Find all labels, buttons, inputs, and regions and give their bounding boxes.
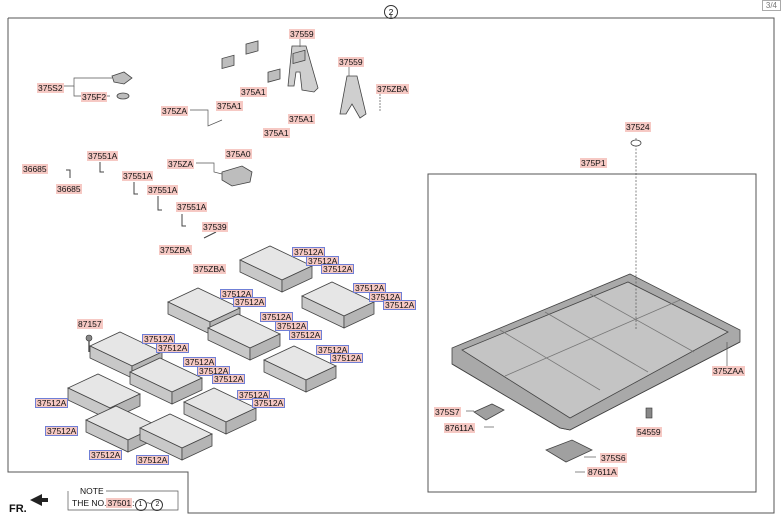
module-front <box>249 333 281 361</box>
battery-tray <box>451 273 741 431</box>
part-label: 375P1 <box>580 158 607 168</box>
part-label: 375S7 <box>434 407 461 417</box>
module-label: 37512A <box>45 426 79 436</box>
note-title: NOTE <box>78 486 106 496</box>
part-label: 87611A <box>444 423 475 433</box>
part-label: 37539 <box>202 222 228 232</box>
assembly-ref-circle: 2 <box>384 5 398 19</box>
front-arrow-icon <box>30 494 48 506</box>
note-prefix: THE NO. <box>72 498 107 508</box>
note-to: 2 <box>151 499 164 511</box>
note-text: THE NO.37501:1~2 <box>72 498 164 511</box>
note-from: 1 <box>134 499 147 511</box>
clip-part <box>221 40 306 187</box>
connector-part <box>111 71 133 100</box>
part-label: 37524 <box>625 122 651 132</box>
part-label: 87157 <box>77 319 103 329</box>
module-label: 37512A <box>89 450 123 460</box>
front-label: FR. <box>9 503 27 515</box>
part-label: 375F2 <box>81 92 108 102</box>
part-label: 36685 <box>56 184 82 194</box>
note-dash: ~ <box>146 498 152 508</box>
module-label: 37512A <box>136 455 170 465</box>
part-label: 375ZBA <box>159 245 192 255</box>
part-label: 375ZBA <box>193 264 226 274</box>
note-colon: : <box>132 498 135 508</box>
part-label: 36685 <box>22 164 48 174</box>
part-label: 375S2 <box>37 83 64 93</box>
part-label: 375A1 <box>216 101 243 111</box>
module-label: 37512A <box>330 353 364 363</box>
part-label: 375A0 <box>225 149 252 159</box>
part-label: 37559 <box>289 29 315 39</box>
module-label: 37512A <box>35 398 69 408</box>
part-label: 37551A <box>87 151 119 161</box>
module-front <box>281 265 313 293</box>
module-label: 37512A <box>156 343 190 353</box>
module-label: 37512A <box>212 374 246 384</box>
part-label: 375A1 <box>240 87 267 97</box>
part-label: 375A1 <box>288 114 315 124</box>
module-label: 37512A <box>252 398 286 408</box>
module-front <box>305 365 337 393</box>
cover-part <box>473 403 593 463</box>
part-label: 375ZA <box>167 159 195 169</box>
module-front <box>343 301 375 329</box>
module-label: 37512A <box>321 264 355 274</box>
clip-part-small <box>66 162 217 239</box>
part-label: 37551A <box>176 202 208 212</box>
module-label: 37512A <box>233 297 267 307</box>
part-label: 375ZA <box>161 106 189 116</box>
tray-frame <box>427 173 757 493</box>
module-front <box>225 407 257 435</box>
module-label: 37512A <box>289 330 323 340</box>
note-part-no: 37501 <box>106 498 133 508</box>
outer-frame <box>7 17 775 514</box>
battery-module-group <box>67 245 375 461</box>
part-label: 87611A <box>587 467 618 477</box>
part-label: 375ZBA <box>376 84 409 94</box>
plug-part <box>645 407 653 419</box>
part-label: 375S6 <box>600 453 627 463</box>
module-front <box>181 433 213 461</box>
page-indicator: 3/4 <box>761 0 781 11</box>
part-label: 375ZAA <box>712 366 745 376</box>
part-label: 37559 <box>338 57 364 67</box>
module-label: 37512A <box>383 300 417 310</box>
part-label: 375A1 <box>263 128 290 138</box>
part-label: 37551A <box>147 185 179 195</box>
part-label: 37551A <box>122 171 154 181</box>
bolt-part <box>85 334 93 352</box>
module-front <box>171 377 203 405</box>
part-label: 54559 <box>636 427 662 437</box>
